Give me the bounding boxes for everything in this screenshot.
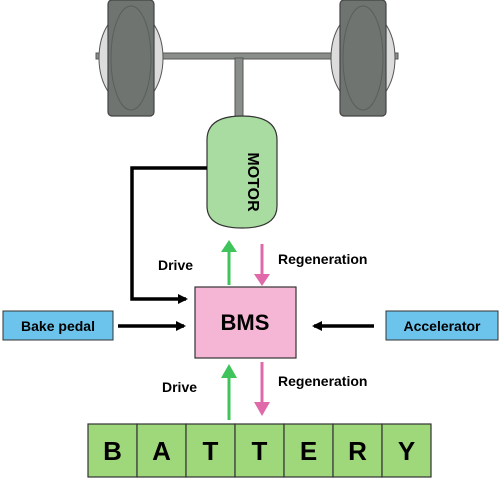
- bms-battery-flows: Drive Regeneration: [162, 362, 367, 420]
- axle-assembly: [95, 0, 399, 117]
- battery-cell-letter: A: [152, 436, 171, 466]
- axle-bar: [95, 52, 399, 60]
- brake-pedal-box: [2, 310, 114, 341]
- bms-block: BMS: [194, 286, 297, 359]
- bms-label: BMS: [221, 310, 270, 335]
- motor-bms-flows: Drive Regeneration: [158, 240, 367, 286]
- battery-cell: T: [185, 423, 236, 478]
- battery-cell-letter: T: [203, 436, 219, 466]
- drive-label-lower: Drive: [162, 379, 197, 395]
- brake-pedal-input: Bake pedal: [2, 310, 186, 341]
- battery-cell-letter: T: [252, 436, 268, 466]
- regen-arrowhead-lower: [254, 402, 270, 416]
- accelerator-label: Accelerator: [403, 318, 481, 334]
- left-wheel: [98, 0, 164, 117]
- motor-body: [206, 115, 278, 229]
- drive-arrowhead-upper: [221, 240, 237, 252]
- regen-arrowhead-upper: [254, 274, 270, 286]
- accelerator-input: Accelerator: [312, 310, 499, 341]
- battery-cell-letter: R: [348, 436, 367, 466]
- battery-cell: R: [332, 423, 383, 478]
- right-wheel: [330, 0, 396, 117]
- battery-cell: Y: [381, 423, 432, 478]
- regen-label-upper: Regeneration: [278, 251, 367, 267]
- battery-cell: A: [136, 423, 187, 478]
- drive-arrowhead-lower: [221, 364, 237, 378]
- feedback-loop-arrow: [130, 166, 207, 304]
- motor-block: MOTOR: [206, 115, 278, 229]
- battery-cell: T: [234, 423, 285, 478]
- motor-label: MOTOR: [244, 152, 261, 212]
- regen-label-lower: Regeneration: [278, 373, 367, 389]
- brake-pedal-label: Bake pedal: [21, 318, 95, 334]
- battery-cell-letter: E: [300, 436, 317, 466]
- drive-shaft: [234, 57, 244, 117]
- drive-label-upper: Drive: [158, 257, 193, 273]
- bms-box: [194, 286, 297, 359]
- accelerator-box: [385, 310, 499, 341]
- battery-cell: E: [283, 423, 334, 478]
- battery-cell-letter: B: [103, 436, 122, 466]
- battery-cell-letter: Y: [398, 436, 415, 466]
- battery-cell: B: [87, 423, 138, 478]
